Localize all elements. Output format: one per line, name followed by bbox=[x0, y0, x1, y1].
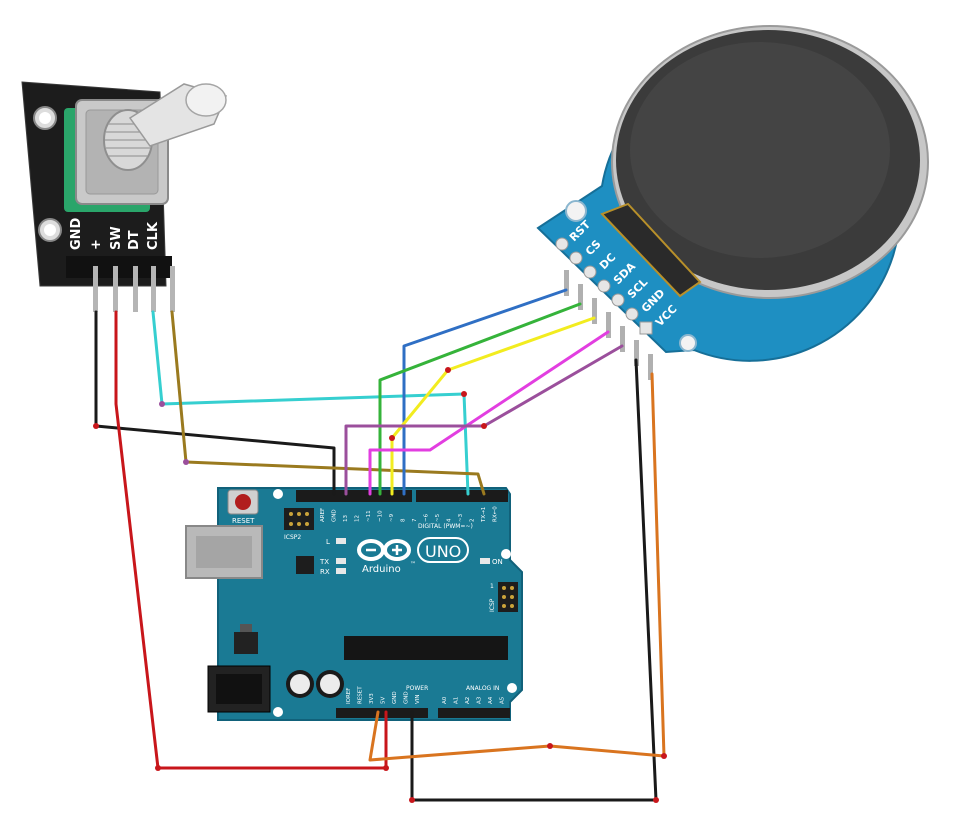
wire-display-cs bbox=[378, 302, 582, 496]
reset-label: RESET bbox=[232, 517, 255, 525]
uno-badge bbox=[417, 537, 469, 563]
icsp-label: ICSP bbox=[489, 598, 496, 612]
arduino-brand: Arduino bbox=[362, 564, 401, 575]
power-header bbox=[336, 708, 428, 718]
icsp-pin1-label: 1 bbox=[490, 583, 494, 590]
analog-pin-label-5: A5 bbox=[500, 696, 506, 704]
digital-pin-label-9: ~6 bbox=[424, 513, 430, 522]
digital-header-left bbox=[296, 490, 412, 502]
wire-display-scl bbox=[344, 344, 624, 496]
analog-pin-label-2: A2 bbox=[465, 697, 471, 704]
digital-pin-label-0: AREF bbox=[320, 508, 326, 522]
digital-pin-label-13: 2 bbox=[470, 519, 476, 523]
led-tx-label: TX bbox=[319, 558, 329, 566]
power-pin-label-3: 5V bbox=[381, 697, 387, 704]
digital-pin-label-5: ~10 bbox=[378, 510, 384, 522]
wire-display-dc bbox=[390, 316, 596, 496]
icsp-header bbox=[498, 582, 518, 612]
arduino-tm: ™ bbox=[410, 561, 416, 568]
encoder-pin-label-gnd: GND bbox=[69, 217, 84, 250]
digital-pin-label-7: 8 bbox=[401, 518, 407, 522]
led-l-label: L bbox=[326, 538, 330, 546]
usb-controller-chip bbox=[296, 556, 314, 574]
digital-pin-label-3: 12 bbox=[355, 515, 361, 522]
analog-pin-label-0: A0 bbox=[442, 696, 448, 704]
led-rx-label: RX bbox=[320, 568, 330, 576]
wires bbox=[94, 288, 666, 802]
power-pin-label-1: RESET bbox=[358, 686, 364, 704]
display-flex-cable bbox=[600, 202, 702, 298]
encoder-pin-label-dt: DT bbox=[127, 230, 142, 250]
wire-encoder-gnd bbox=[94, 310, 336, 496]
digital-pin-label-15: RX←0 bbox=[493, 506, 499, 522]
power-pin-label-2: 3V3 bbox=[369, 693, 375, 704]
encoder-pin-label-plus: + bbox=[89, 239, 104, 250]
analog-pin-label-4: A4 bbox=[488, 696, 494, 704]
wire-encoder-dt bbox=[170, 310, 486, 496]
analog-pin-label-1: A1 bbox=[454, 697, 460, 704]
icsp2-header bbox=[284, 508, 314, 530]
wire-joints bbox=[93, 367, 667, 803]
analog-header bbox=[438, 708, 510, 718]
voltage-regulator bbox=[234, 632, 258, 654]
power-pin-label-5: GND bbox=[404, 691, 410, 704]
analog-pin-label-3: A3 bbox=[477, 696, 483, 704]
encoder-pin-label-clk: CLK bbox=[146, 221, 161, 250]
on-led-label: ON bbox=[492, 558, 503, 566]
power-pin-label-0: IOREF bbox=[346, 688, 352, 704]
digital-header-right bbox=[416, 490, 508, 502]
encoder-pin-header bbox=[66, 256, 172, 278]
wire-display-sda bbox=[368, 330, 610, 496]
digital-pin-label-2: 13 bbox=[343, 515, 349, 522]
digital-pin-label-12: ~3 bbox=[458, 513, 464, 522]
digital-pin-label-8: 7 bbox=[412, 518, 418, 522]
encoder-pin-label-sw: SW bbox=[109, 226, 124, 250]
digital-pin-label-11: 4 bbox=[447, 518, 453, 522]
power-header-label: POWER bbox=[406, 685, 428, 692]
wire-display-rst bbox=[402, 288, 568, 496]
wire-encoder-sw bbox=[151, 310, 470, 496]
digital-pin-label-14: TX→1 bbox=[481, 507, 487, 523]
digital-header-label: DIGITAL (PWM=~) bbox=[418, 523, 473, 530]
display-mount-hole bbox=[679, 334, 697, 352]
rotary-encoder-module: GND + SW DT CLK bbox=[21, 81, 228, 312]
digital-pin-label-10: ~5 bbox=[435, 513, 441, 522]
digital-pin-label-4: ~11 bbox=[366, 510, 372, 522]
analog-header-label: ANALOG IN bbox=[466, 685, 499, 692]
display-mount-hole bbox=[565, 200, 587, 222]
uno-label: UNO bbox=[425, 542, 461, 561]
digital-pin-label-1: GND bbox=[332, 509, 338, 522]
icsp2-label: ICSP2 bbox=[284, 534, 301, 541]
round-display-module: RST CS DC SDA SCL GND VCC bbox=[536, 25, 929, 380]
atmega-microcontroller bbox=[344, 636, 508, 660]
power-pin-label-4: GND bbox=[392, 691, 398, 704]
power-pin-label-6: VIN bbox=[415, 695, 421, 705]
digital-pin-label-6: ~9 bbox=[389, 513, 395, 522]
arduino-logo-icon bbox=[357, 539, 411, 561]
